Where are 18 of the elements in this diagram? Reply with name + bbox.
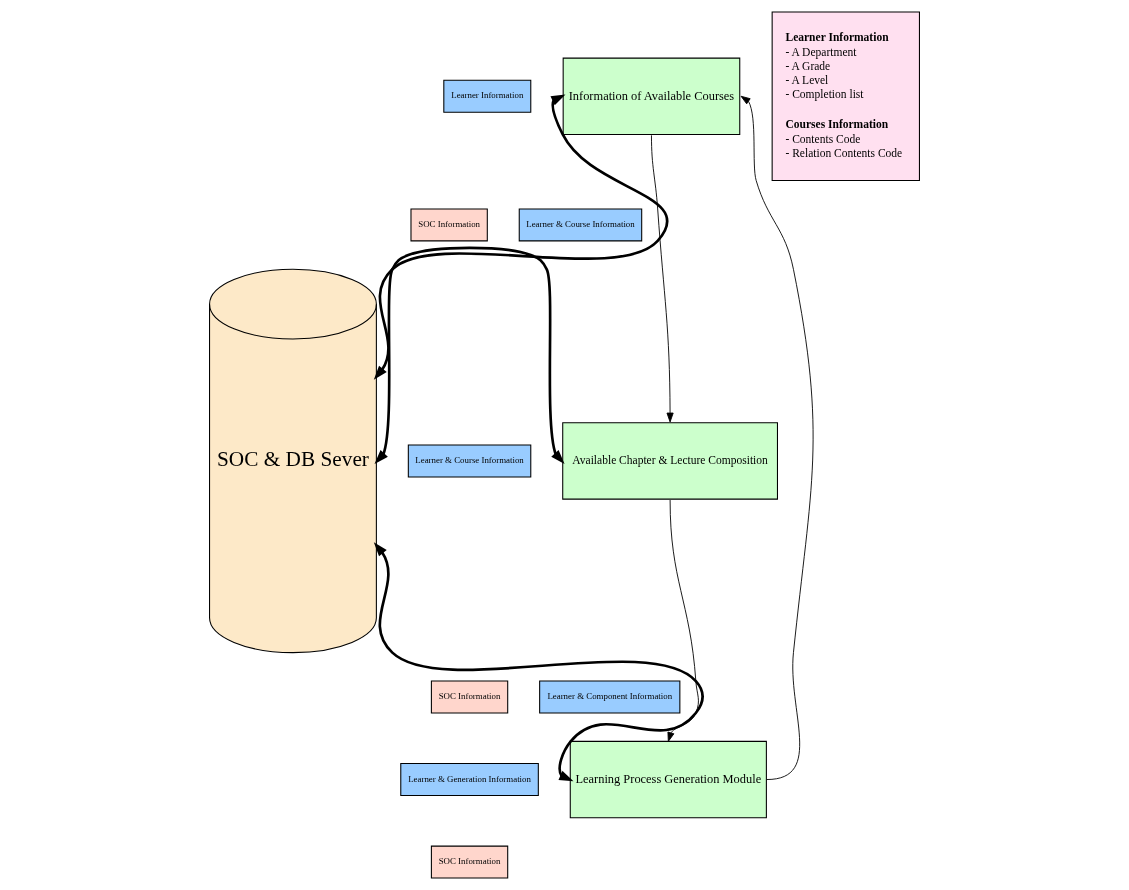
node-box: Learner Information <box>443 79 532 113</box>
node-box: Learner & Course Information <box>407 444 532 478</box>
node-box: Learner & Component Information <box>539 680 681 714</box>
arrow <box>373 542 705 782</box>
arrow <box>740 95 814 780</box>
node-box: SOC Information <box>410 208 488 242</box>
node-box: Learning Process Generation Module <box>569 740 767 819</box>
node-box: SOC Information <box>430 845 509 879</box>
node-box: Available Chapter & Lecture Composition <box>562 422 778 500</box>
arrow <box>651 134 674 423</box>
arrow <box>373 94 669 380</box>
node-box: Learner Information - A Department - A Grade - A Level - Completion list Courses Information - Contents Code - Relation Contents Code <box>771 11 920 182</box>
node-box: Learner & Course Information <box>518 208 643 242</box>
arrow <box>667 499 699 742</box>
node-box: SOC Information <box>430 680 509 714</box>
node-box: Information of Available Courses <box>562 57 741 135</box>
arrow <box>374 246 565 464</box>
node-box: Learner & Generation Information <box>400 763 539 797</box>
